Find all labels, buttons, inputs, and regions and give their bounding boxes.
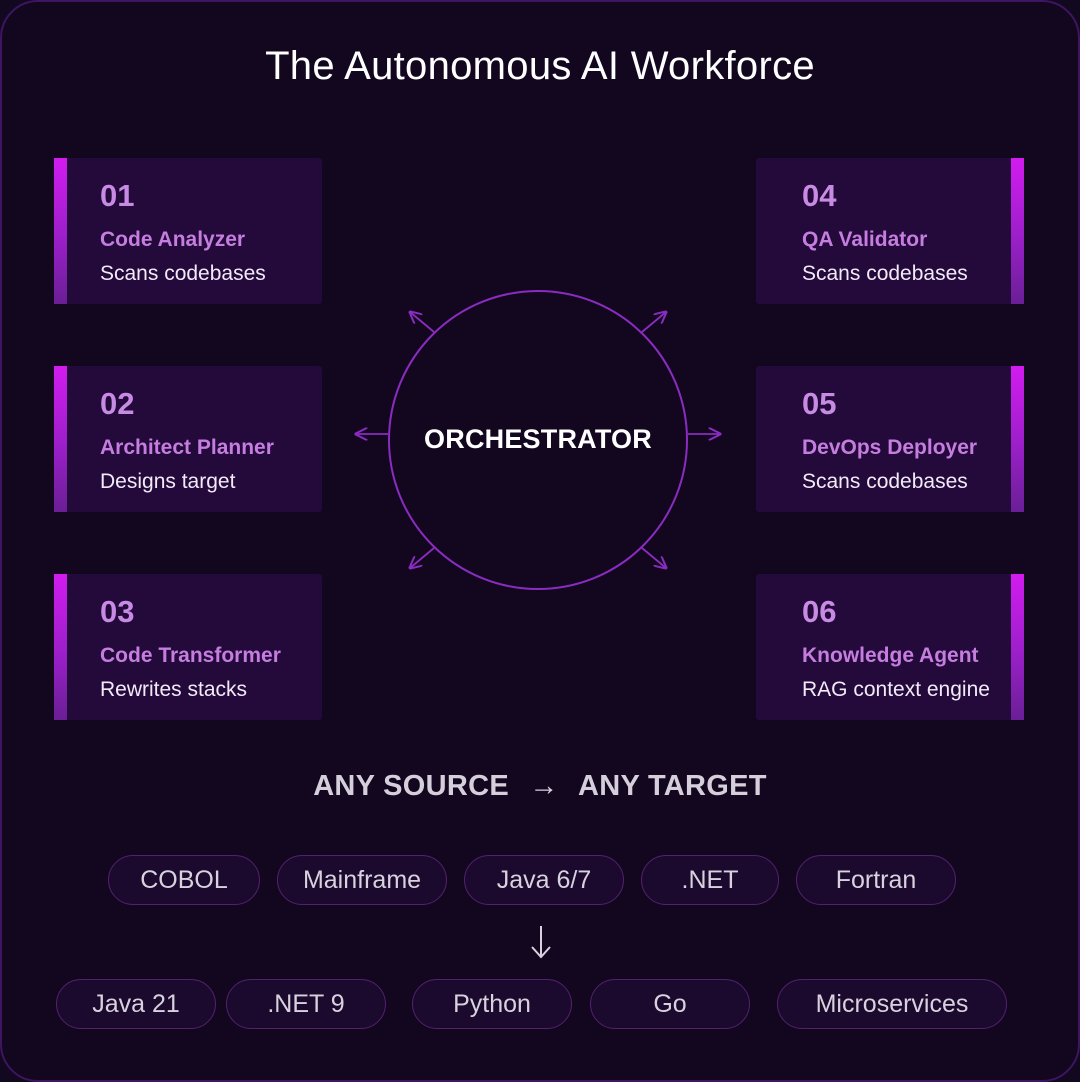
orchestrator-circle bbox=[388, 290, 688, 590]
agent-number: 01 bbox=[100, 178, 135, 213]
agent-card-devops-deployer: 05 DevOps Deployer Scans codebases bbox=[756, 366, 1024, 512]
agent-number: 04 bbox=[802, 178, 837, 213]
any-source-label: ANY SOURCE bbox=[313, 770, 510, 802]
agent-description: Rewrites stacks bbox=[100, 678, 248, 701]
agent-number: 05 bbox=[802, 386, 837, 421]
target-pill: .NET 9 bbox=[226, 979, 386, 1029]
source-pill: COBOL bbox=[108, 855, 260, 905]
arrow-up-right-icon bbox=[641, 312, 666, 333]
agent-number: 06 bbox=[802, 594, 837, 629]
arrow-down-left-icon bbox=[410, 547, 435, 568]
target-pill: Java 21 bbox=[56, 979, 216, 1029]
down-arrow-icon bbox=[531, 926, 551, 959]
agent-name: Code Analyzer bbox=[100, 228, 246, 251]
agent-name: QA Validator bbox=[802, 228, 928, 251]
agent-description: Designs target bbox=[100, 470, 236, 493]
agent-accent-bar bbox=[1011, 574, 1024, 720]
agent-number: 02 bbox=[100, 386, 135, 421]
target-pill: Go bbox=[590, 979, 750, 1029]
source-pill: Mainframe bbox=[277, 855, 447, 905]
agent-name: DevOps Deployer bbox=[802, 436, 978, 459]
agent-description: Scans codebases bbox=[100, 262, 266, 285]
agent-card-code-analyzer: 01 Code Analyzer Scans codebases bbox=[54, 158, 322, 304]
target-pill: Python bbox=[412, 979, 572, 1029]
arrow-up-left-icon bbox=[410, 312, 435, 333]
agent-description: Scans codebases bbox=[802, 470, 968, 493]
agent-card-code-transformer: 03 Code Transformer Rewrites stacks bbox=[54, 574, 322, 720]
source-pill: .NET bbox=[641, 855, 779, 905]
agent-accent-bar bbox=[54, 574, 67, 720]
page-title: The Autonomous AI Workforce bbox=[265, 44, 815, 88]
agent-name: Knowledge Agent bbox=[802, 644, 979, 667]
source-pill: Fortran bbox=[796, 855, 956, 905]
orchestrator-label: ORCHESTRATOR bbox=[424, 424, 652, 454]
agent-card-qa-validator: 04 QA Validator Scans codebases bbox=[756, 158, 1024, 304]
agent-accent-bar bbox=[54, 366, 67, 512]
agent-description: Scans codebases bbox=[802, 262, 968, 285]
target-pill: Microservices bbox=[777, 979, 1007, 1029]
source-target-heading: ANY SOURCE → ANY TARGET bbox=[0, 770, 1080, 803]
agent-name: Architect Planner bbox=[100, 436, 274, 459]
agent-name: Code Transformer bbox=[100, 644, 281, 667]
right-arrow-icon: → bbox=[529, 770, 559, 802]
agent-description: RAG context engine bbox=[802, 678, 990, 701]
agent-accent-bar bbox=[54, 158, 67, 304]
agent-accent-bar bbox=[1011, 158, 1024, 304]
any-target-label: ANY TARGET bbox=[577, 770, 767, 802]
source-pill: Java 6/7 bbox=[464, 855, 624, 905]
agent-card-architect-planner: 02 Architect Planner Designs target bbox=[54, 366, 322, 512]
arrow-down-right-icon bbox=[641, 547, 666, 568]
agent-accent-bar bbox=[1011, 366, 1024, 512]
agent-number: 03 bbox=[100, 594, 135, 629]
agent-card-knowledge-agent: 06 Knowledge Agent RAG context engine bbox=[756, 574, 1024, 720]
